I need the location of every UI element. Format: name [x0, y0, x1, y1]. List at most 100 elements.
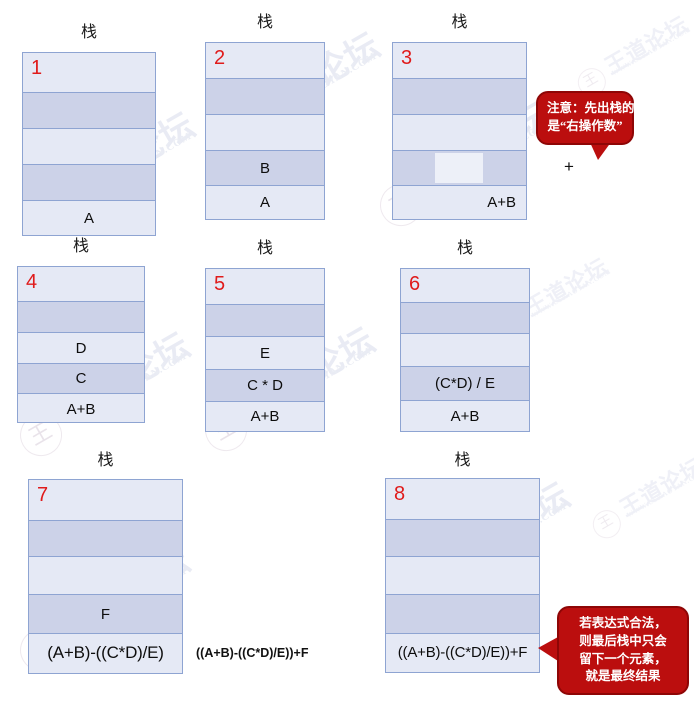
- stack-cell: E: [206, 337, 324, 370]
- stack-box: 4 D C A+B: [17, 266, 145, 423]
- stack-title: 栈: [256, 14, 273, 31]
- stack-box: 3 A+B: [392, 42, 527, 220]
- stack-cell: [18, 302, 144, 333]
- stack-cell: C * D: [206, 370, 324, 402]
- stack-index: 2: [214, 47, 226, 69]
- stack-cell: 3: [393, 43, 526, 79]
- callout-line: 就是最终结果: [585, 669, 661, 684]
- stack-index: 6: [409, 273, 421, 295]
- stack-cell-value: D: [75, 339, 87, 357]
- stack-box: 1 A: [22, 52, 156, 236]
- stack-cell-value: ((A+B)-((C*D)/E))+F: [397, 644, 528, 661]
- stack-cell-value: A+B: [450, 407, 480, 425]
- callout-line: 若表达式合法，: [579, 616, 667, 630]
- stack-index: 3: [401, 47, 413, 69]
- stack-cell: B: [206, 151, 324, 186]
- stack-title: 栈: [72, 238, 89, 255]
- stack-cell: [393, 151, 526, 186]
- stack-title: 栈: [256, 240, 273, 257]
- watermark: 王 王道论坛 WWW.CSKAOYAN.COM: [572, 7, 694, 102]
- stack-cell: [386, 557, 539, 595]
- stack-title: 栈: [97, 452, 114, 469]
- callout-final-result: 若表达式合法， 则最后栈中只会 留下一个元素， 就是最终结果: [557, 606, 689, 695]
- callout-tail-icon: [538, 637, 558, 661]
- stack-cell: 7: [29, 480, 182, 521]
- stack-cell: [401, 303, 529, 334]
- callout-line: 注意：先出栈的: [547, 101, 635, 115]
- stack-box: 2 B A: [205, 42, 325, 220]
- eraser-artifact: [435, 153, 483, 183]
- stack-cell: [206, 79, 324, 115]
- watermark-text: 王道论坛: [520, 253, 613, 322]
- stack-cell: 4: [18, 267, 144, 302]
- stack-cell: [393, 79, 526, 115]
- stack-cell: A+B: [393, 186, 526, 219]
- stack-title: 栈: [451, 14, 468, 31]
- watermark-text: 王道论坛: [615, 453, 694, 522]
- stack-box: 7 F (A+B)-((C*D)/E): [28, 479, 183, 674]
- stack-title: 栈: [454, 452, 471, 469]
- stack-cell: 2: [206, 43, 324, 79]
- callout-line: 则最后栈中只会: [579, 633, 667, 648]
- operator-plus-label: +: [564, 157, 574, 176]
- stack-cell: 1: [23, 53, 155, 93]
- stack-cell: [23, 165, 155, 201]
- stack-box: 8 ((A+B)-((C*D)/E))+F: [385, 478, 540, 673]
- stack-title: 栈: [456, 240, 473, 257]
- stack-cell: (C*D) / E: [401, 367, 529, 401]
- stack-cell: [386, 595, 539, 634]
- callout-right-operand: 注意：先出栈的 是“右操作数”: [536, 91, 635, 145]
- stack-cell: [401, 334, 529, 367]
- stack-cell: ((A+B)-((C*D)/E))+F: [386, 634, 539, 671]
- callout-line: 留下一个元素，: [579, 651, 667, 666]
- watermark: 王 王道论坛 WWW.CSKAOYAN.COM: [587, 449, 694, 544]
- stack-index: 5: [214, 273, 226, 295]
- stack-cell: [386, 520, 539, 557]
- stack-index: 1: [31, 57, 43, 79]
- stack-cell: (A+B)-((C*D)/E): [29, 634, 182, 672]
- stack-cell-value: A: [259, 194, 270, 211]
- watermark: 王 王道论坛 WWW.CSKAOYAN.COM: [492, 249, 614, 344]
- stack-cell: A: [23, 201, 155, 235]
- stack-index: 7: [37, 484, 49, 506]
- stack-box: 5 E C * D A+B: [205, 268, 325, 432]
- side-expression-label: ((A+B)-((C*D)/E))+F: [196, 646, 309, 660]
- stack-cell-value: F: [100, 605, 111, 623]
- stack-cell-value: A+B: [487, 194, 516, 211]
- watermark-text: 王道论坛: [600, 11, 693, 80]
- watermark-logo-icon: 王: [587, 505, 626, 544]
- stack-cell: [29, 521, 182, 557]
- stack-index: 4: [26, 271, 38, 293]
- stack-cell: [206, 305, 324, 337]
- stack-cell: 5: [206, 269, 324, 305]
- stack-title: 栈: [80, 24, 97, 41]
- stack-cell: [393, 115, 526, 151]
- stack-cell-value: C: [75, 370, 87, 387]
- stack-cell: [23, 129, 155, 165]
- stack-cell: 6: [401, 269, 529, 303]
- stack-cell-value: E: [259, 344, 270, 362]
- stack-cell-value: A: [83, 209, 94, 227]
- stack-cell: F: [29, 595, 182, 634]
- stack-cell: [23, 93, 155, 129]
- stack-cell: [29, 557, 182, 595]
- watermark-url: WWW.CSKAOYAN.COM: [625, 467, 694, 520]
- stack-cell-value: (A+B)-((C*D)/E): [47, 643, 164, 662]
- stack-index: 8: [394, 483, 406, 505]
- stack-cell-value: B: [259, 159, 270, 177]
- stack-cell: A: [206, 186, 324, 219]
- stack-cell: A+B: [206, 402, 324, 431]
- watermark-url: WWW.CSKAOYAN.COM: [610, 25, 693, 78]
- stack-cell-value: A+B: [66, 400, 96, 418]
- stack-cell: C: [18, 364, 144, 394]
- watermark-url: WWW.CSKAOYAN.COM: [530, 267, 613, 320]
- stack-cell: 8: [386, 479, 539, 520]
- stack-cell: [206, 115, 324, 151]
- stack-cell: A+B: [401, 401, 529, 431]
- stack-box: 6 (C*D) / E A+B: [400, 268, 530, 432]
- stack-cell-value: A+B: [250, 408, 280, 425]
- stack-cell: D: [18, 333, 144, 364]
- stack-cell: A+B: [18, 394, 144, 422]
- stack-cell-value: C * D: [247, 377, 283, 394]
